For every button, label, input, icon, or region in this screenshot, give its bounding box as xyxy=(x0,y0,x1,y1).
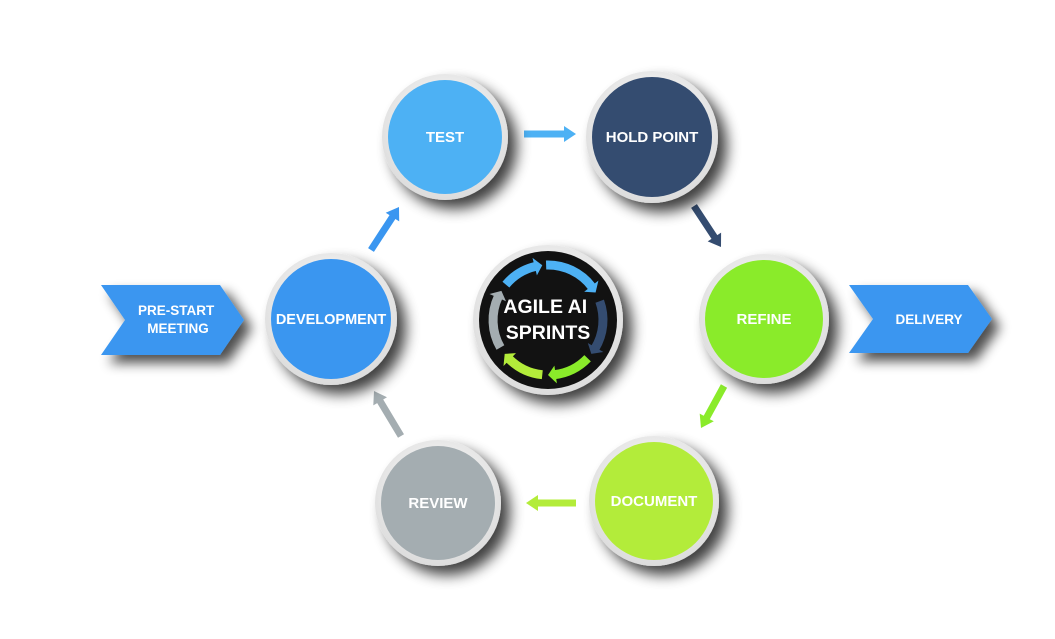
svg-text:AGILE AI SPRINTS: AGILE AI SPRINTS xyxy=(503,296,592,344)
stage-test: TEST xyxy=(382,74,508,200)
entry-banner-line-1: PRE-START xyxy=(138,303,215,318)
arrow-development-to-test xyxy=(368,207,400,252)
stage-refine-label: REFINE xyxy=(736,311,791,328)
stage-review-label: REVIEW xyxy=(408,495,468,512)
center-ring-arrowhead xyxy=(503,353,516,366)
arrow-refine-to-document xyxy=(699,384,728,428)
stage-document: DOCUMENT xyxy=(589,436,719,566)
center-cycle-ring xyxy=(488,257,608,384)
arrow-review-to-development xyxy=(373,391,404,438)
center-title-line-1: AGILE AI xyxy=(503,296,587,318)
stage-development-circle xyxy=(271,259,391,379)
stage-document-label: DOCUMENT xyxy=(611,493,698,510)
center-ring-segment xyxy=(502,262,537,288)
center-ring-segment xyxy=(488,294,505,350)
stage-review: REVIEW xyxy=(375,440,501,566)
stage-document-circle xyxy=(595,442,713,560)
center-ring-segment xyxy=(553,354,591,380)
exit-banner: DELIVERY xyxy=(849,285,992,353)
stage-test-circle xyxy=(388,80,502,194)
center-ring-segment xyxy=(545,260,596,290)
entry-banner-line-2: MEETING xyxy=(147,321,209,336)
center-ring-arrowhead xyxy=(548,365,557,384)
stage-refine-circle xyxy=(705,260,823,378)
center-title-line-2: SPRINTS xyxy=(506,322,591,344)
center-ring-arrowhead xyxy=(587,343,604,354)
stage-hold-point-label: HOLD POINT xyxy=(606,129,699,146)
arrow-test-to-hold-point xyxy=(524,126,576,142)
center-ring-arrowhead xyxy=(584,280,599,293)
stage-hold-point: HOLD POINT xyxy=(586,71,718,203)
stage-refine: REFINE xyxy=(699,254,829,384)
center-ring-segment xyxy=(505,355,543,380)
arrow-document-to-review xyxy=(526,495,576,511)
center-ring-arrowhead xyxy=(532,257,543,276)
stage-development-label: DEVELOPMENT xyxy=(276,312,387,328)
svg-text:PRE-START MEETING: PRE-START MEETING xyxy=(138,303,218,336)
arrow-hold-point-to-refine xyxy=(691,204,722,247)
stage-development: DEVELOPMENT xyxy=(265,253,397,385)
stage-hold-point-circle xyxy=(592,77,712,197)
center-hub: AGILE AI SPRINTS xyxy=(473,245,623,395)
stage-review-circle xyxy=(381,446,495,560)
entry-banner: PRE-START MEETING xyxy=(101,285,244,355)
center-ring-arrowhead xyxy=(489,290,506,302)
center-hub-circle xyxy=(479,251,617,389)
center-ring-segment xyxy=(591,299,608,351)
exit-banner-label: DELIVERY xyxy=(895,312,962,327)
connector-arrows xyxy=(368,126,728,511)
stage-test-label: TEST xyxy=(426,129,464,146)
